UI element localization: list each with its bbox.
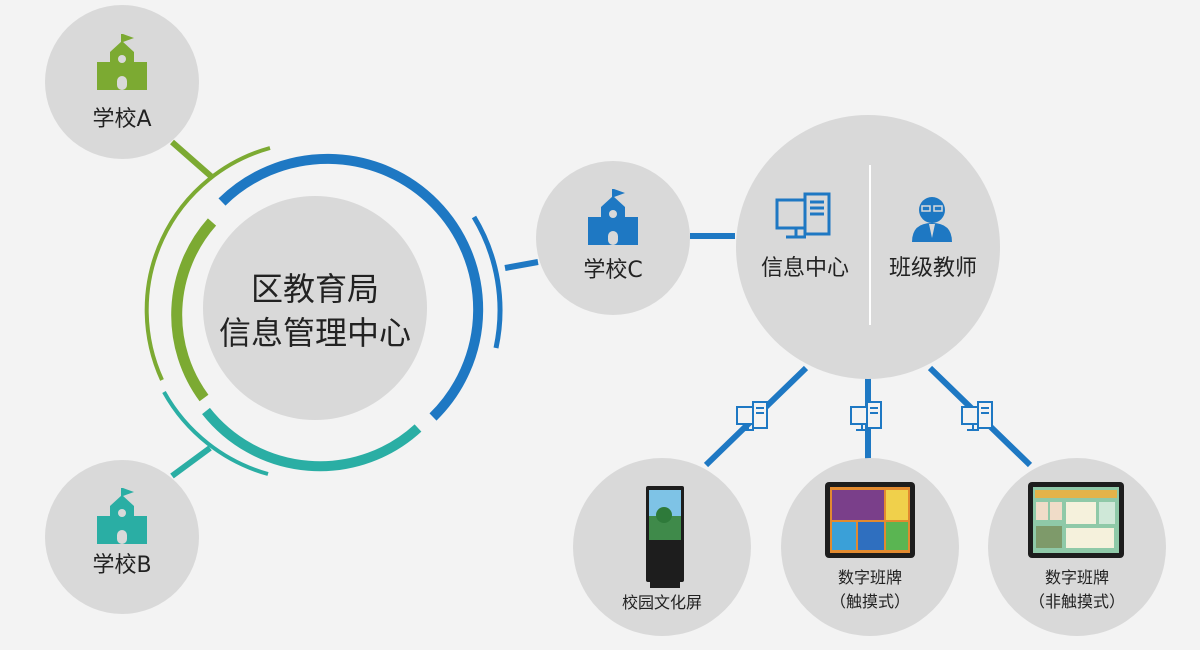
teal-ring-arc [202,407,422,472]
school-building-icon [97,34,147,90]
school-c-label: 学校C [583,258,643,283]
school-a-label: 学校A [92,107,152,132]
connector-school-c [504,259,539,271]
device-nontouch-board-label-line2: （非触摸式） [1028,592,1125,611]
center-title-line1: 区教育局 [250,270,379,308]
green-ring-arc [171,218,217,402]
device-kiosk-label: 校园文化屏 [621,593,702,612]
green-outer-arc [144,146,271,381]
kiosk-screen-icon [646,486,684,588]
device-nontouch-board-label-line1: 数字班牌 [1044,568,1109,587]
teacher-icon [912,197,952,242]
hub-info-center-label: 信息中心 [760,256,849,281]
touch-board-icon [825,482,915,558]
center-circle [203,196,427,420]
connector-school-a [170,139,215,181]
school-building-icon [588,189,638,245]
connector-school-b [170,445,212,479]
small-computer-icon [736,401,768,431]
computer-icon [775,192,831,239]
small-computer-icon [961,401,993,431]
blue-ring-arc [218,153,484,421]
school-building-icon [97,488,147,544]
hub-circle [736,115,1000,379]
nontouch-board-icon [1028,482,1124,558]
teal-outer-arc [162,391,269,476]
school-b-label: 学校B [92,553,152,578]
device-touch-board-label-line1: 数字班牌 [837,568,902,587]
device-touch-board-label-line2: （触摸式） [829,592,910,611]
blue-outer-arc [471,215,503,349]
center-title-line2: 信息管理中心 [218,314,411,352]
small-computer-icon [850,401,882,431]
hub-teacher-label: 班级教师 [888,256,977,281]
